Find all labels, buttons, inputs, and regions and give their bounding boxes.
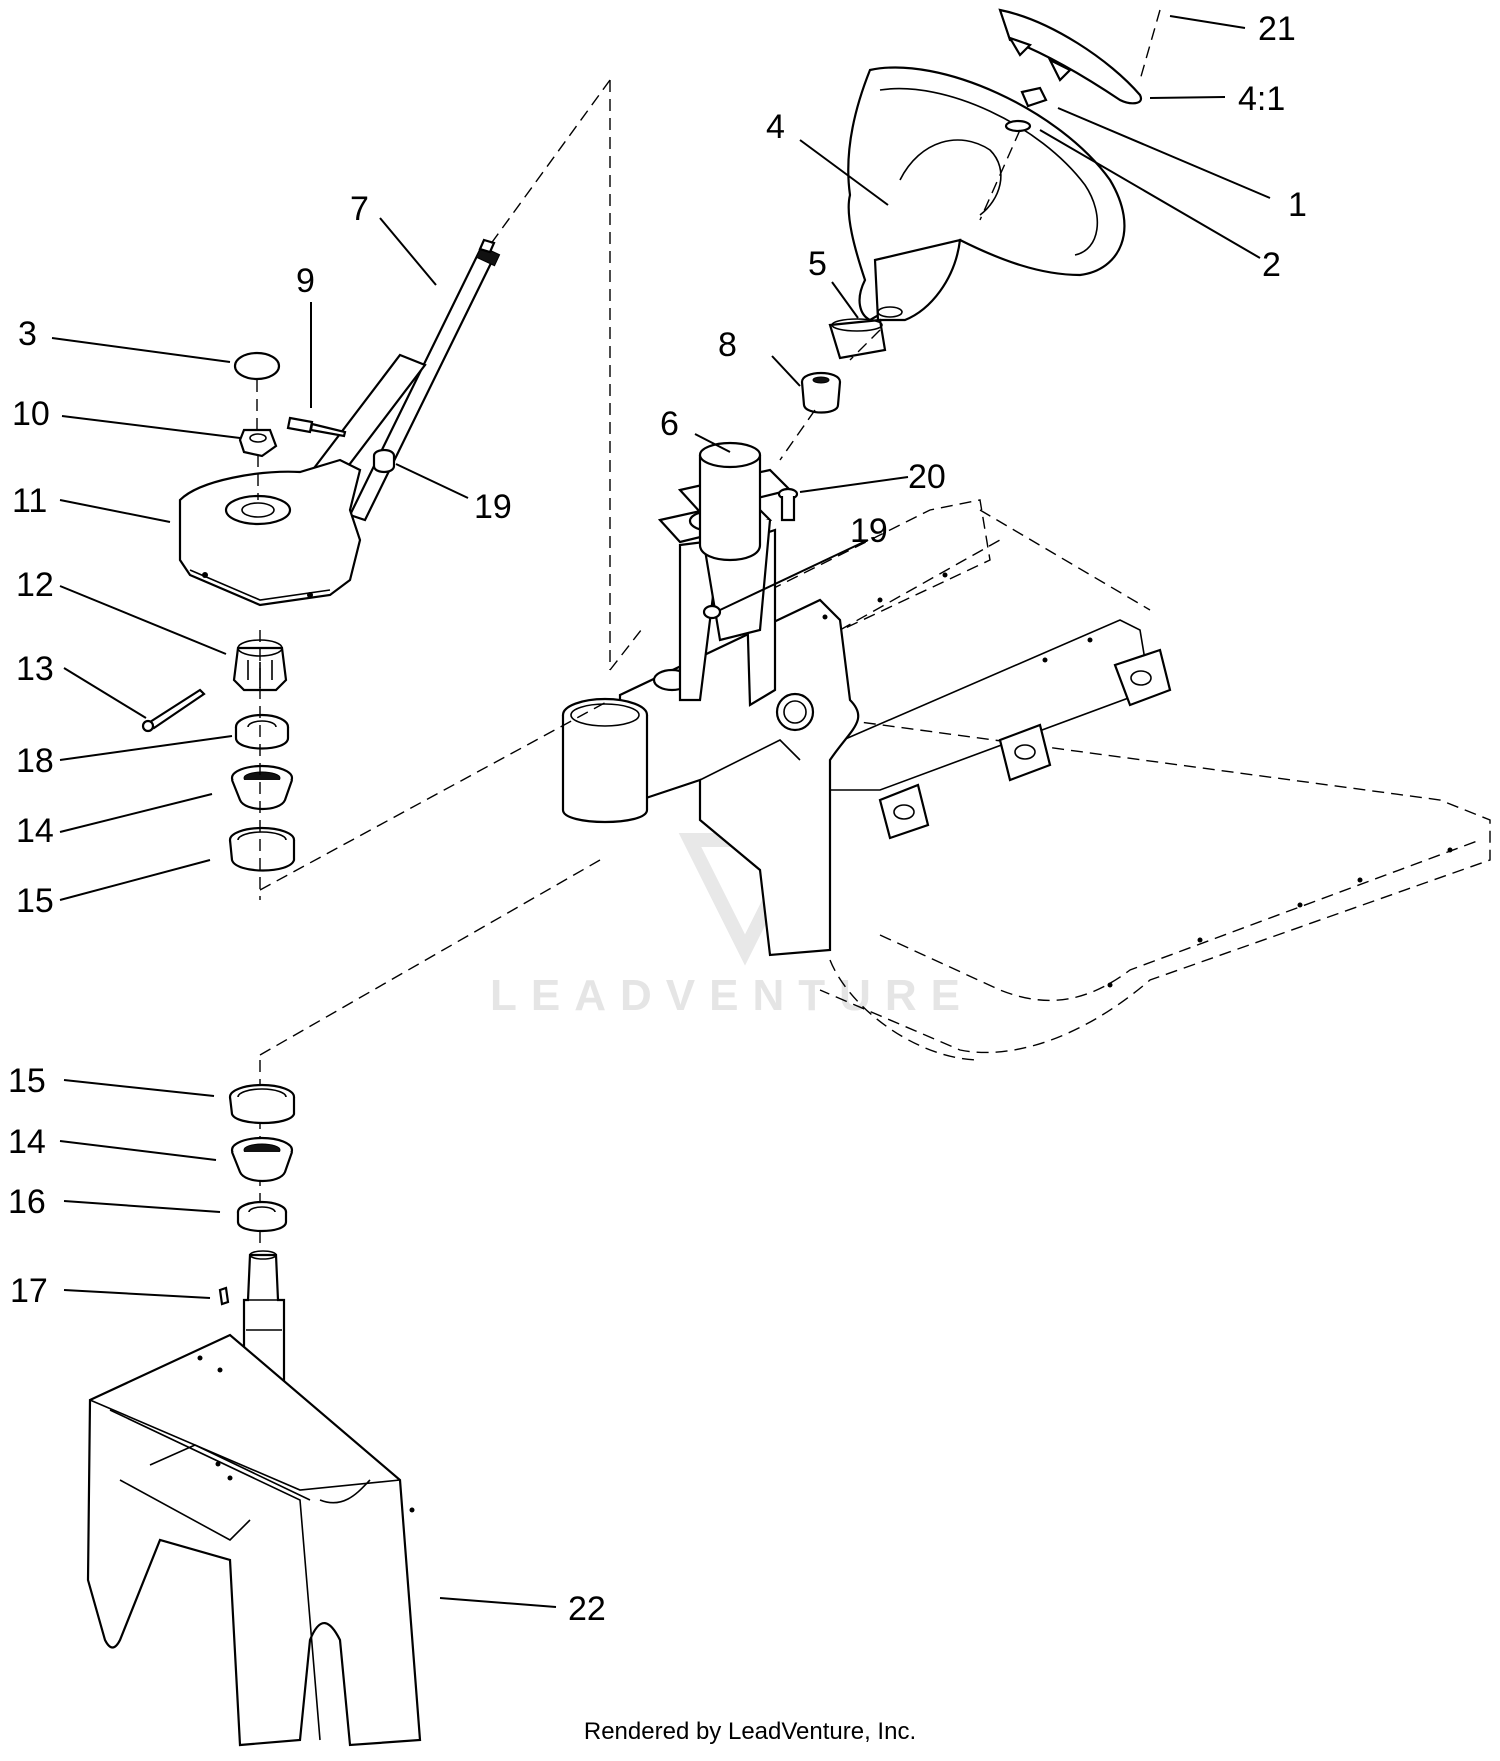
callout-17: 17 — [10, 1272, 48, 1310]
part-1-nut — [1020, 86, 1048, 108]
part-2-washer — [1004, 119, 1032, 133]
callouts: 21 4:1 4 1 2 5 7 9 3 8 10 6 20 19 11 19 … — [8, 10, 1307, 1628]
callout-12: 12 — [16, 566, 54, 604]
part-16-washer — [236, 1200, 288, 1232]
callout-4: 4 — [766, 108, 785, 146]
part-11-gearbox-cover — [178, 458, 362, 607]
part-19-nut-left — [372, 448, 396, 474]
callout-8: 8 — [718, 326, 737, 364]
callout-7: 7 — [350, 190, 369, 228]
callout-2: 2 — [1262, 246, 1281, 284]
part-15-race-lower — [228, 1083, 296, 1124]
part-17-key — [218, 1286, 230, 1306]
callout-13: 13 — [16, 650, 54, 688]
part-15-race-upper — [228, 826, 296, 872]
part-21-horn-cap — [998, 8, 1143, 105]
part-20-bolt — [777, 487, 799, 522]
callout-15-upper: 15 — [16, 882, 54, 920]
callout-1: 1 — [1288, 186, 1307, 224]
part-13-cotter-pin — [141, 688, 206, 733]
part-22-fork — [86, 1333, 422, 1747]
part-4-steering-wheel — [847, 66, 1126, 322]
callout-18: 18 — [16, 742, 54, 780]
callout-16: 16 — [8, 1183, 46, 1221]
callout-3: 3 — [18, 315, 37, 353]
part-12-castle-nut — [232, 639, 288, 692]
callout-4-1: 4:1 — [1238, 80, 1285, 118]
part-6-steering-column-tube — [698, 441, 762, 562]
part-14-bearing-lower — [230, 1136, 294, 1183]
callout-21: 21 — [1258, 10, 1296, 48]
callout-14-upper: 14 — [16, 812, 54, 850]
callout-14-lower: 14 — [8, 1123, 46, 1161]
part-5-spacer — [828, 318, 887, 360]
callout-20: 20 — [908, 458, 946, 496]
part-3-cap — [233, 351, 281, 381]
callout-6: 6 — [660, 405, 679, 443]
callout-11: 11 — [12, 482, 47, 520]
part-10-nut — [238, 428, 278, 458]
callout-15-lower: 15 — [8, 1062, 46, 1100]
callout-19-right: 19 — [850, 512, 888, 550]
part-9-bolt — [286, 416, 347, 438]
callout-22: 22 — [568, 1590, 606, 1628]
callout-5: 5 — [808, 245, 827, 283]
part-14-bearing-upper — [230, 764, 294, 811]
watermark-text: LEADVENTURE — [490, 971, 974, 1020]
part-8-bushing — [800, 371, 842, 414]
callout-9: 9 — [296, 262, 315, 300]
callout-19-left: 19 — [474, 488, 512, 526]
footer-credit: Rendered by LeadVenture, Inc. — [583, 1718, 917, 1745]
part-19-nut-right — [702, 604, 722, 620]
leader-lines — [51, 15, 1271, 1608]
callout-10: 10 — [12, 395, 50, 433]
part-18-washer — [234, 713, 290, 750]
